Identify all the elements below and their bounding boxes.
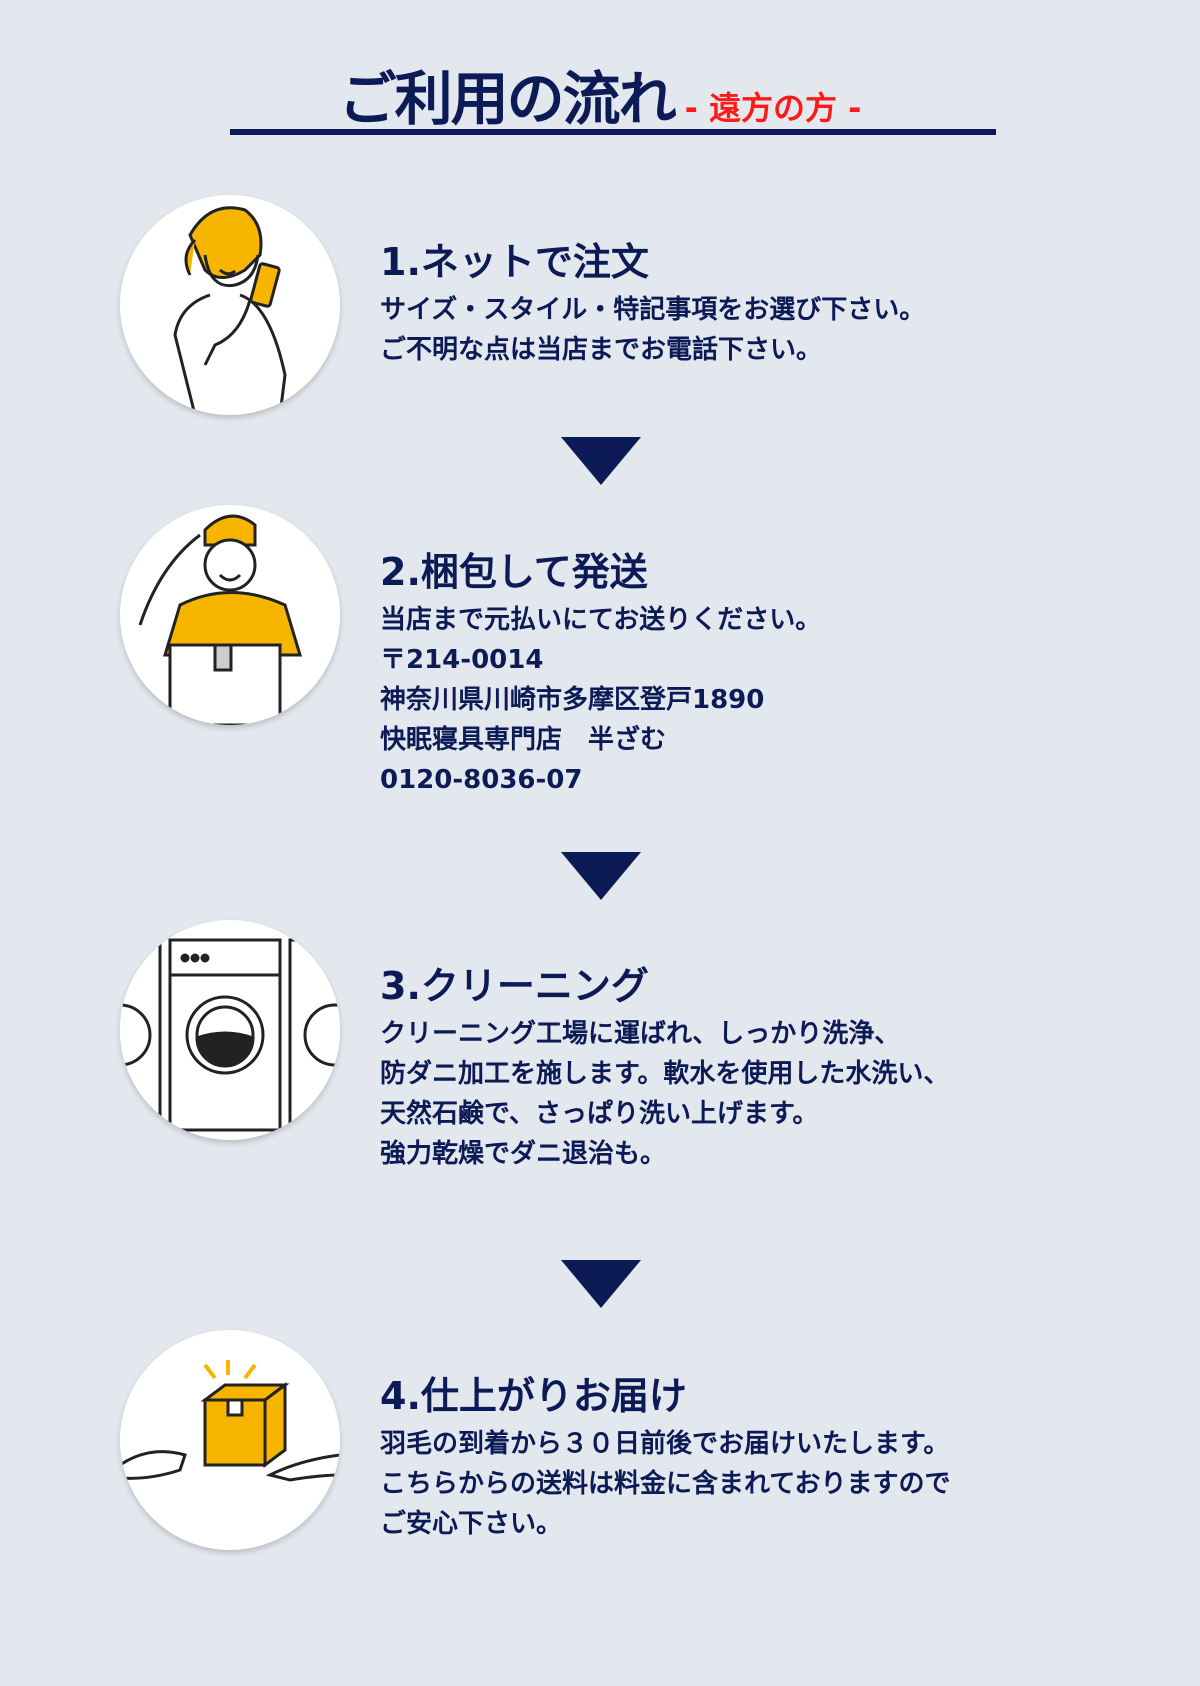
step-text: サイズ・スタイル・特記事項をお選び下さい。	[380, 295, 926, 325]
step-2: 2.梱包して発送 当店まで元払いにてお送りください。 〒214-0014 神奈川…	[380, 548, 1160, 800]
down-arrow-icon	[561, 852, 641, 900]
title-underline	[230, 129, 996, 135]
step-text: 羽毛の到着から３０日前後でお届けいたします。	[380, 1429, 950, 1459]
delivery-worker-illustration	[120, 505, 340, 725]
down-arrow-icon	[561, 1260, 641, 1308]
step-title: 2.梱包して発送	[380, 550, 648, 594]
step-text: 防ダニ加工を施します。軟水を使用した水洗い、	[380, 1059, 950, 1089]
down-arrow-icon	[561, 437, 641, 485]
step-text: 強力乾燥でダニ退治も。	[380, 1139, 667, 1169]
title-main: ご利用の流れ	[338, 65, 677, 133]
page-title: ご利用の流れ- 遠方の方 -	[0, 52, 1200, 136]
step-text: 当店まで元払いにてお送りください。	[380, 605, 822, 635]
step-title: 1.ネットで注文	[380, 240, 649, 284]
title-subtitle: - 遠方の方 -	[684, 89, 862, 127]
step-4: 4.仕上がりお届け 羽毛の到着から３０日前後でお届けいたします。 こちらからの送…	[380, 1372, 1160, 1544]
step-text: 天然石鹸で、さっぱり洗い上げます。	[380, 1099, 819, 1129]
address: 神奈川県川崎市多摩区登戸1890	[380, 685, 765, 715]
step-3: 3.クリーニング クリーニング工場に運ばれ、しっかり洗浄、 防ダニ加工を施します…	[380, 962, 1160, 1174]
step-text: クリーニング工場に運ばれ、しっかり洗浄、	[380, 1019, 901, 1049]
step-title: 4.仕上がりお届け	[380, 1374, 687, 1418]
shop-name: 快眠寝具専門店 半ざむ	[380, 725, 667, 755]
package-handover-illustration	[120, 1330, 340, 1550]
step-text: ご不明な点は当店までお電話下さい。	[380, 335, 823, 365]
step-text: ご安心下さい。	[380, 1509, 563, 1539]
washing-machine-illustration	[120, 920, 340, 1140]
woman-phone-illustration	[120, 195, 340, 415]
phone-number[interactable]: 0120-8036-07	[380, 765, 583, 795]
step-title: 3.クリーニング	[380, 964, 649, 1008]
step-1: 1.ネットで注文 サイズ・スタイル・特記事項をお選び下さい。 ご不明な点は当店ま…	[380, 238, 1160, 370]
postal-code: 〒214-0014	[380, 645, 544, 675]
step-text: こちらからの送料は料金に含まれておりますので	[380, 1469, 951, 1499]
